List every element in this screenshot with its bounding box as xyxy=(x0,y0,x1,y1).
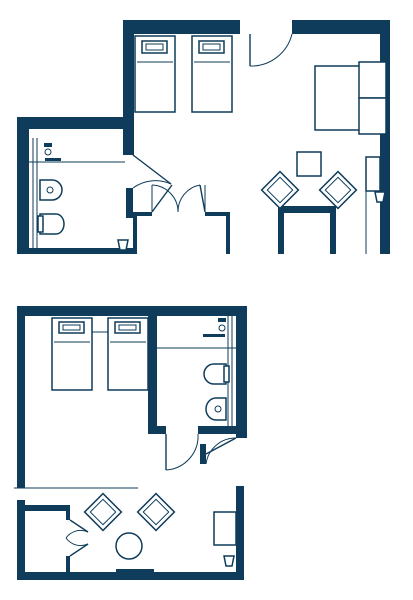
upper-bathroom-fixtures xyxy=(29,138,125,254)
upper-waste-bins xyxy=(117,191,386,251)
lower-round-table xyxy=(115,532,143,560)
lower-waste-bin xyxy=(223,555,235,567)
upper-twin-beds xyxy=(134,35,233,113)
upper-plan-walls xyxy=(17,20,390,254)
upper-floor-plan xyxy=(17,20,390,254)
lower-wardrobe-doors xyxy=(65,519,89,557)
lower-bathroom-door xyxy=(165,433,199,471)
lower-armchairs xyxy=(83,492,176,532)
lower-twin-beds xyxy=(51,317,149,391)
lower-plan-walls xyxy=(17,306,247,580)
lower-bathroom-fixtures xyxy=(157,316,236,426)
upper-square-table xyxy=(296,151,322,177)
lower-entrance-door xyxy=(205,437,237,465)
upper-double-bed xyxy=(314,61,387,135)
upper-wardrobe-doors xyxy=(151,184,206,213)
lower-desk xyxy=(213,511,237,546)
upper-armchairs xyxy=(260,170,358,210)
lower-floor-plan xyxy=(14,306,247,580)
upper-desk xyxy=(365,156,381,254)
upper-bathroom-door xyxy=(132,154,172,189)
upper-entrance-door xyxy=(249,33,293,67)
